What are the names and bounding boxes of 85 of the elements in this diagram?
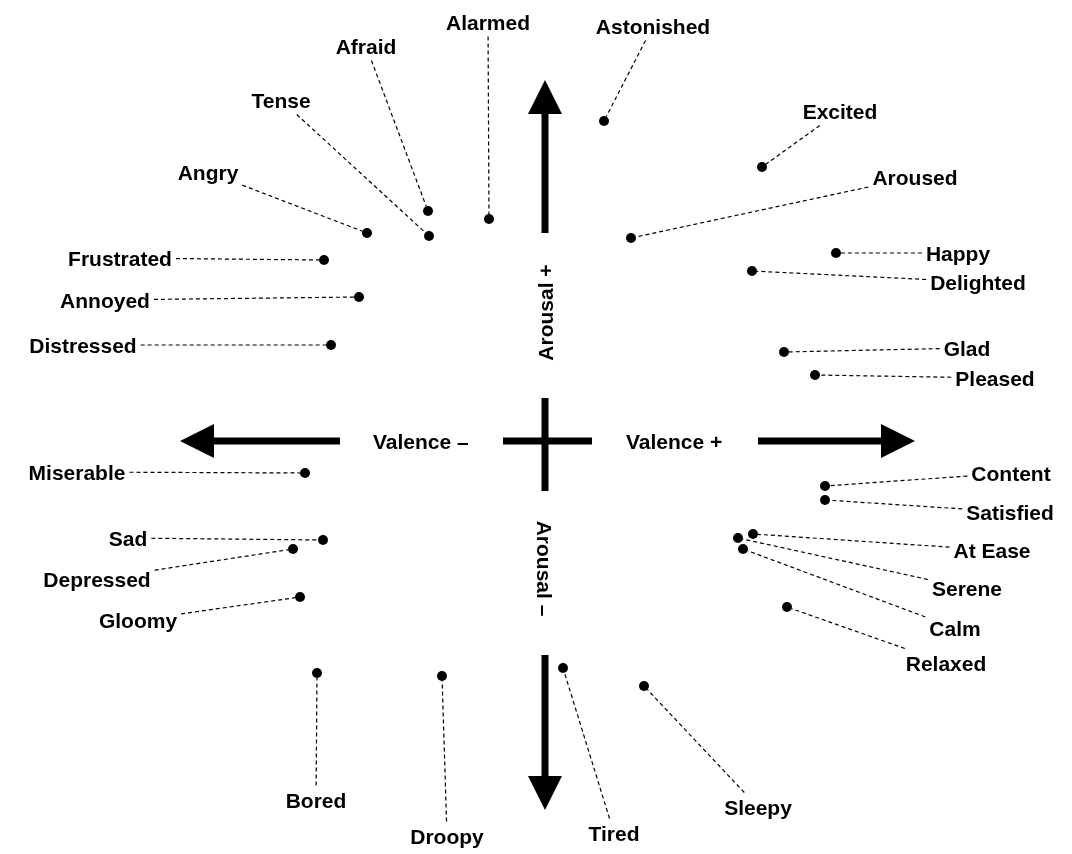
data-point	[312, 668, 322, 678]
emotion-label: Excited	[802, 100, 878, 122]
emotion-label: Angry	[177, 161, 239, 183]
data-point	[326, 340, 336, 350]
axis-label: Arousal +	[534, 263, 556, 361]
data-point	[626, 233, 636, 243]
leader-line	[791, 608, 906, 650]
leader-line	[487, 35, 490, 215]
data-point	[757, 162, 767, 172]
leader-line	[154, 549, 289, 571]
emotion-label: Afraid	[335, 35, 397, 57]
leader-line	[757, 533, 951, 548]
data-point	[318, 535, 328, 545]
data-point	[747, 266, 757, 276]
data-point	[820, 495, 830, 505]
data-point	[599, 116, 609, 126]
emotion-label: Pleased	[955, 367, 1035, 389]
leader-line	[315, 677, 318, 787]
axis-label: Valence +	[626, 430, 723, 452]
emotion-label: Glad	[943, 337, 991, 359]
leader-line	[370, 59, 427, 207]
emotion-label: Aroused	[872, 166, 958, 188]
emotion-label: Sleepy	[724, 796, 792, 818]
leader-line	[756, 270, 927, 281]
emotion-label: Gloomy	[98, 609, 178, 631]
leader-line	[605, 39, 647, 118]
data-point	[295, 592, 305, 602]
data-point	[354, 292, 364, 302]
leader-line	[840, 252, 923, 254]
leader-line	[150, 537, 319, 541]
emotion-label: Alarmed	[446, 11, 530, 33]
leader-line	[829, 499, 963, 510]
data-point	[319, 255, 329, 265]
leader-line	[829, 475, 968, 487]
emotion-label: Satisfied	[966, 501, 1054, 523]
leader-line	[646, 689, 745, 794]
data-point	[424, 231, 434, 241]
data-point	[300, 468, 310, 478]
data-point	[484, 214, 494, 224]
emotion-label: Astonished	[595, 15, 711, 37]
emotion-label: Distressed	[29, 334, 137, 356]
leader-line	[819, 374, 952, 378]
data-point	[782, 602, 792, 612]
emotion-label: Bored	[285, 789, 347, 811]
leader-line	[175, 257, 320, 261]
leader-line	[140, 344, 327, 346]
leader-line	[563, 672, 611, 820]
emotion-label: Depressed	[43, 568, 151, 590]
emotion-label: Content	[971, 462, 1051, 484]
data-point	[831, 248, 841, 258]
leader-line	[441, 680, 448, 823]
emotion-label: Calm	[929, 617, 981, 639]
leader-line	[296, 113, 426, 234]
leader-line	[241, 184, 363, 232]
emotion-label: Serene	[932, 577, 1002, 599]
leader-line	[153, 296, 355, 301]
data-point	[738, 544, 748, 554]
emotion-label: Frustrated	[68, 247, 172, 269]
data-point	[810, 370, 820, 380]
data-point	[733, 533, 743, 543]
axis-label: Arousal –	[534, 520, 556, 616]
data-point	[748, 529, 758, 539]
emotion-label: Annoyed	[60, 289, 150, 311]
data-point	[558, 663, 568, 673]
emotion-label: Tense	[251, 89, 311, 111]
leader-line	[788, 348, 941, 353]
data-point	[779, 347, 789, 357]
data-point	[288, 544, 298, 554]
data-point	[423, 206, 433, 216]
emotion-label: Tired	[588, 822, 640, 844]
data-point	[362, 228, 372, 238]
data-point	[820, 481, 830, 491]
emotion-label: Happy	[925, 242, 991, 264]
axis-label: Valence –	[373, 430, 469, 452]
emotion-label: Droopy	[410, 825, 484, 847]
leader-line	[765, 124, 821, 165]
emotion-label: Delighted	[930, 271, 1026, 293]
data-point	[437, 671, 447, 681]
emotion-label: Sad	[108, 527, 148, 549]
emotion-label: At Ease	[953, 539, 1031, 561]
emotion-label: Miserable	[28, 461, 126, 483]
emotion-label: Relaxed	[905, 652, 987, 674]
data-point	[639, 681, 649, 691]
leader-line	[128, 471, 301, 474]
leader-line	[180, 597, 296, 615]
